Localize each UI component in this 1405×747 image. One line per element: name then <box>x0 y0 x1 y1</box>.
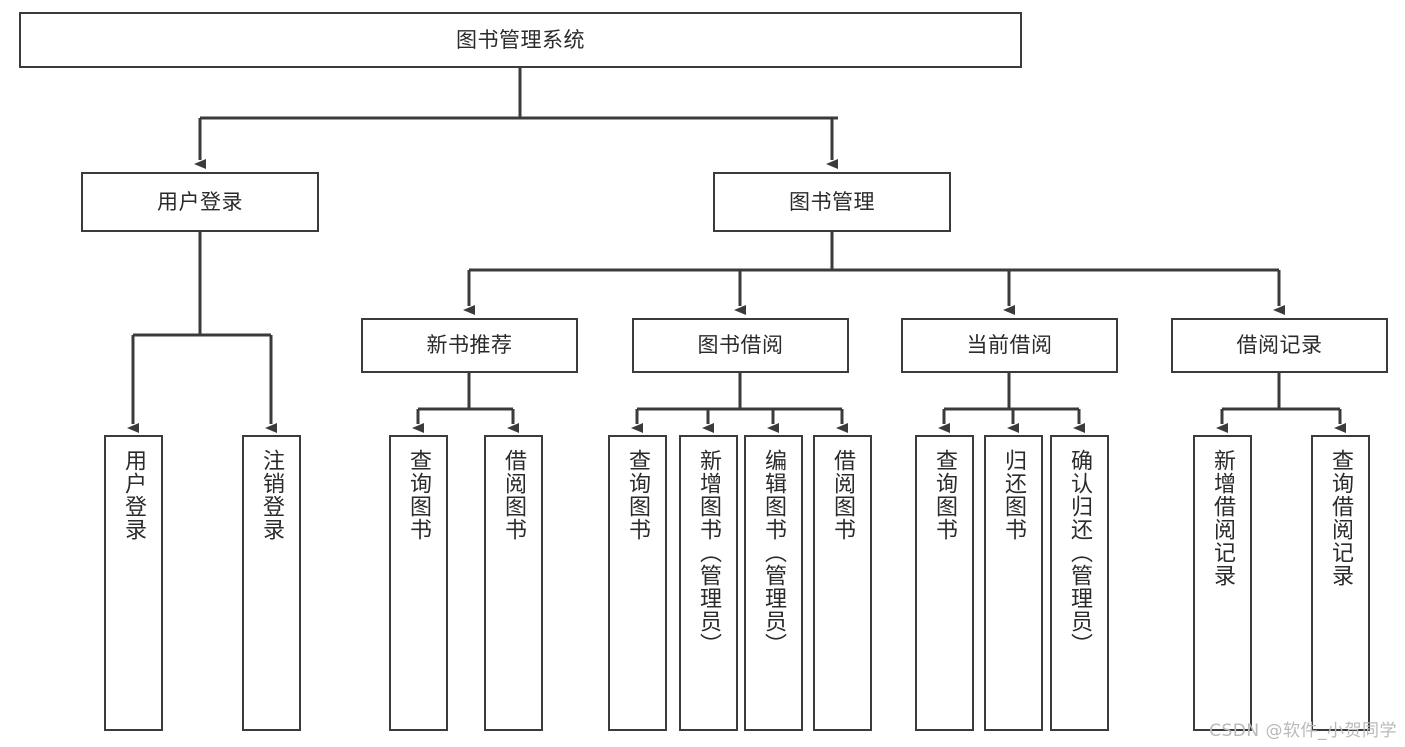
node-leaf-query-book-2-label: 查询图书 <box>625 449 651 541</box>
node-leaf-return-book[interactable]: 归还图书 <box>984 435 1043 731</box>
node-user-login-label: 用户登录 <box>157 189 243 214</box>
node-leaf-query-book-2[interactable]: 查询图书 <box>608 435 667 731</box>
node-leaf-add-record-label: 新增借阅记录 <box>1210 449 1236 587</box>
node-leaf-confirm-return-label: 确认归还（管理员） <box>1067 449 1093 656</box>
node-user-login[interactable]: 用户登录 <box>81 172 319 232</box>
node-leaf-add-book[interactable]: 新增图书（管理员） <box>679 435 738 731</box>
node-leaf-add-book-label: 新增图书（管理员） <box>696 449 722 656</box>
node-root-label: 图书管理系统 <box>456 27 585 52</box>
node-leaf-query-book-1[interactable]: 查询图书 <box>389 435 448 731</box>
node-new-book-recommend[interactable]: 新书推荐 <box>361 318 578 373</box>
node-book-borrow[interactable]: 图书借阅 <box>632 318 849 373</box>
node-leaf-query-book-3[interactable]: 查询图书 <box>915 435 974 731</box>
node-new-book-recommend-label: 新书推荐 <box>426 333 513 358</box>
node-leaf-query-record-label: 查询借阅记录 <box>1328 449 1354 587</box>
node-leaf-user-logout[interactable]: 注销登录 <box>242 435 301 731</box>
node-leaf-query-record[interactable]: 查询借阅记录 <box>1311 435 1370 731</box>
node-current-borrow-label: 当前借阅 <box>966 333 1053 358</box>
node-leaf-query-book-1-label: 查询图书 <box>406 449 432 541</box>
node-leaf-edit-book-label: 编辑图书（管理员） <box>761 449 787 656</box>
node-leaf-query-book-3-label: 查询图书 <box>932 449 958 541</box>
node-borrow-record[interactable]: 借阅记录 <box>1171 318 1388 373</box>
node-leaf-user-logout-label: 注销登录 <box>259 449 285 541</box>
node-leaf-edit-book[interactable]: 编辑图书（管理员） <box>744 435 803 731</box>
node-leaf-confirm-return[interactable]: 确认归还（管理员） <box>1050 435 1109 731</box>
node-root[interactable]: 图书管理系统 <box>19 12 1022 68</box>
node-leaf-borrow-book-2[interactable]: 借阅图书 <box>813 435 872 731</box>
node-leaf-user-login-label: 用户登录 <box>121 449 147 541</box>
node-leaf-borrow-book-1[interactable]: 借阅图书 <box>484 435 543 731</box>
node-book-manage[interactable]: 图书管理 <box>713 172 951 232</box>
node-book-borrow-label: 图书借阅 <box>697 333 784 358</box>
node-current-borrow[interactable]: 当前借阅 <box>901 318 1118 373</box>
node-book-manage-label: 图书管理 <box>789 189 875 214</box>
node-leaf-user-login[interactable]: 用户登录 <box>104 435 163 731</box>
node-leaf-return-book-label: 归还图书 <box>1001 449 1027 541</box>
node-leaf-add-record[interactable]: 新增借阅记录 <box>1193 435 1252 731</box>
node-borrow-record-label: 借阅记录 <box>1236 333 1323 358</box>
node-leaf-borrow-book-1-label: 借阅图书 <box>501 449 527 541</box>
node-leaf-borrow-book-2-label: 借阅图书 <box>830 449 856 541</box>
